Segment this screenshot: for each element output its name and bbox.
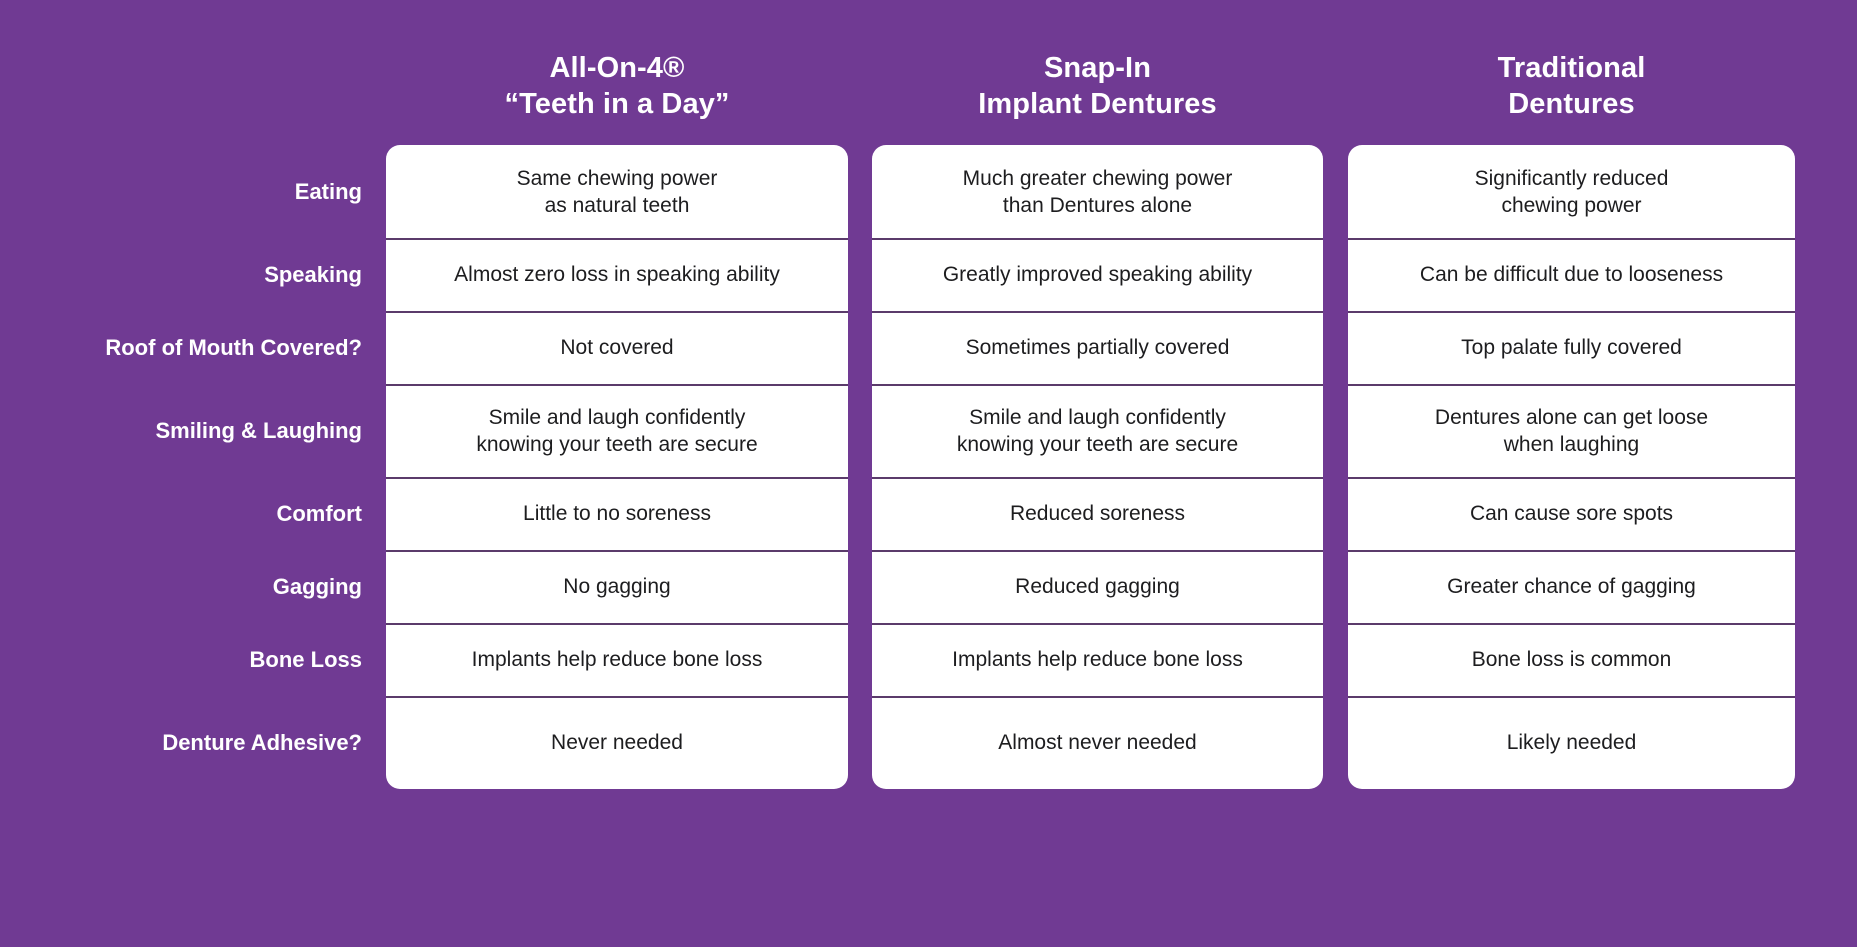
column-header-line-2: Implant Dentures [978,88,1217,120]
cell-line-1: Greater chance of gagging [1447,575,1696,598]
cell-roof-of-mouth-snap-in: Sometimes partially covered [872,311,1323,384]
column-header-line-1: Snap-In [1043,52,1152,84]
column-header-traditional: Traditional Dentures [1348,50,1795,122]
table-row: Denture Adhesive? Never needed Almost ne… [0,696,1857,789]
cell-line-1: Can be difficult due to looseness [1419,263,1724,286]
cell-gagging-all-on-4: No gagging [386,550,848,623]
column-header-line-1: All-On-4® [549,52,685,84]
cell-denture-adhesive-traditional: Likely needed [1348,696,1795,789]
row-label-eating: Eating [294,178,362,204]
table-row: Roof of Mouth Covered? Not covered Somet… [0,311,1857,384]
cell-gagging-snap-in: Reduced gagging [872,550,1323,623]
cell-line-1: Smile and laugh confidently [488,405,746,429]
cell-line-1: Reduced soreness [1009,502,1186,525]
cell-comfort-snap-in: Reduced soreness [872,477,1323,550]
cell-line-2: chewing power [1501,193,1642,217]
cell-line-1: Little to no soreness [523,502,711,525]
cell-gagging-traditional: Greater chance of gagging [1348,550,1795,623]
cell-line-1: Bone loss is common [1471,648,1672,671]
row-label-gagging: Gagging [272,573,362,599]
cell-line-1: Much greater chewing power [962,166,1233,190]
cell-line-1: Top palate fully covered [1461,336,1682,359]
cell-line-1: Never needed [551,731,683,754]
cell-line-1: Implants help reduce bone loss [471,648,763,671]
cell-smiling-all-on-4: Smile and laugh confidently knowing your… [386,384,848,477]
cell-line-1: Almost never needed [998,731,1197,754]
cell-line-1: Dentures alone can get loose [1434,405,1709,429]
comparison-grid: Eating Same chewing power as natural tee… [0,145,1857,789]
cell-line-1: Can cause sore spots [1469,502,1674,525]
cell-smiling-traditional: Dentures alone can get loose when laughi… [1348,384,1795,477]
cell-line-2: when laughing [1503,432,1640,456]
column-headers-row: All-On-4® “Teeth in a Day” Snap-In Impla… [0,0,1857,145]
cell-bone-loss-snap-in: Implants help reduce bone loss [872,623,1323,696]
cell-bone-loss-traditional: Bone loss is common [1348,623,1795,696]
table-row: Eating Same chewing power as natural tee… [0,145,1857,238]
cell-line-1: Not covered [560,336,674,359]
cell-denture-adhesive-all-on-4: Never needed [386,696,848,789]
cell-bone-loss-all-on-4: Implants help reduce bone loss [386,623,848,696]
cell-roof-of-mouth-traditional: Top palate fully covered [1348,311,1795,384]
row-label-speaking: Speaking [264,261,362,287]
column-header-snap-in: Snap-In Implant Dentures [872,50,1323,122]
cell-smiling-snap-in: Smile and laugh confidently knowing your… [872,384,1323,477]
cell-line-1: No gagging [563,575,671,598]
cell-roof-of-mouth-all-on-4: Not covered [386,311,848,384]
cell-line-1: Sometimes partially covered [965,336,1230,359]
cell-line-2: than Dentures alone [1002,193,1193,217]
row-label-roof-of-mouth-covered: Roof of Mouth Covered? [105,334,362,360]
column-header-line-2: Dentures [1508,88,1635,120]
cell-eating-traditional: Significantly reduced chewing power [1348,145,1795,238]
row-label-bone-loss: Bone Loss [249,646,362,672]
cell-speaking-traditional: Can be difficult due to looseness [1348,238,1795,311]
table-row: Speaking Almost zero loss in speaking ab… [0,238,1857,311]
cell-eating-snap-in: Much greater chewing power than Dentures… [872,145,1323,238]
cell-line-1: Smile and laugh confidently [969,405,1226,429]
cell-line-1: Same chewing power [516,166,718,190]
column-header-all-on-4: All-On-4® “Teeth in a Day” [386,50,848,122]
cell-speaking-all-on-4: Almost zero loss in speaking ability [386,238,848,311]
cell-line-1: Implants help reduce bone loss [952,648,1243,671]
cell-line-1: Significantly reduced [1474,166,1669,190]
cell-speaking-snap-in: Greatly improved speaking ability [872,238,1323,311]
row-label-smiling-and-laughing: Smiling & Laughing [155,417,362,443]
column-header-line-1: Traditional [1497,52,1646,84]
cell-line-1: Reduced gagging [1015,575,1180,598]
cell-denture-adhesive-snap-in: Almost never needed [872,696,1323,789]
table-row: Gagging No gagging Reduced gagging Great… [0,550,1857,623]
cell-line-1: Greatly improved speaking ability [942,263,1253,286]
table-row: Comfort Little to no soreness Reduced so… [0,477,1857,550]
cell-comfort-traditional: Can cause sore spots [1348,477,1795,550]
cell-comfort-all-on-4: Little to no soreness [386,477,848,550]
row-label-comfort: Comfort [276,500,362,526]
cell-line-1: Almost zero loss in speaking ability [454,263,780,286]
row-label-denture-adhesive: Denture Adhesive? [162,729,362,755]
cell-line-2: as natural teeth [544,193,690,217]
cell-eating-all-on-4: Same chewing power as natural teeth [386,145,848,238]
column-header-line-2: “Teeth in a Day” [504,88,730,120]
cell-line-1: Likely needed [1506,731,1637,754]
table-row: Smiling & Laughing Smile and laugh confi… [0,384,1857,477]
cell-line-2: knowing your teeth are secure [476,432,758,456]
cell-line-2: knowing your teeth are secure [956,432,1239,456]
table-row: Bone Loss Implants help reduce bone loss… [0,623,1857,696]
